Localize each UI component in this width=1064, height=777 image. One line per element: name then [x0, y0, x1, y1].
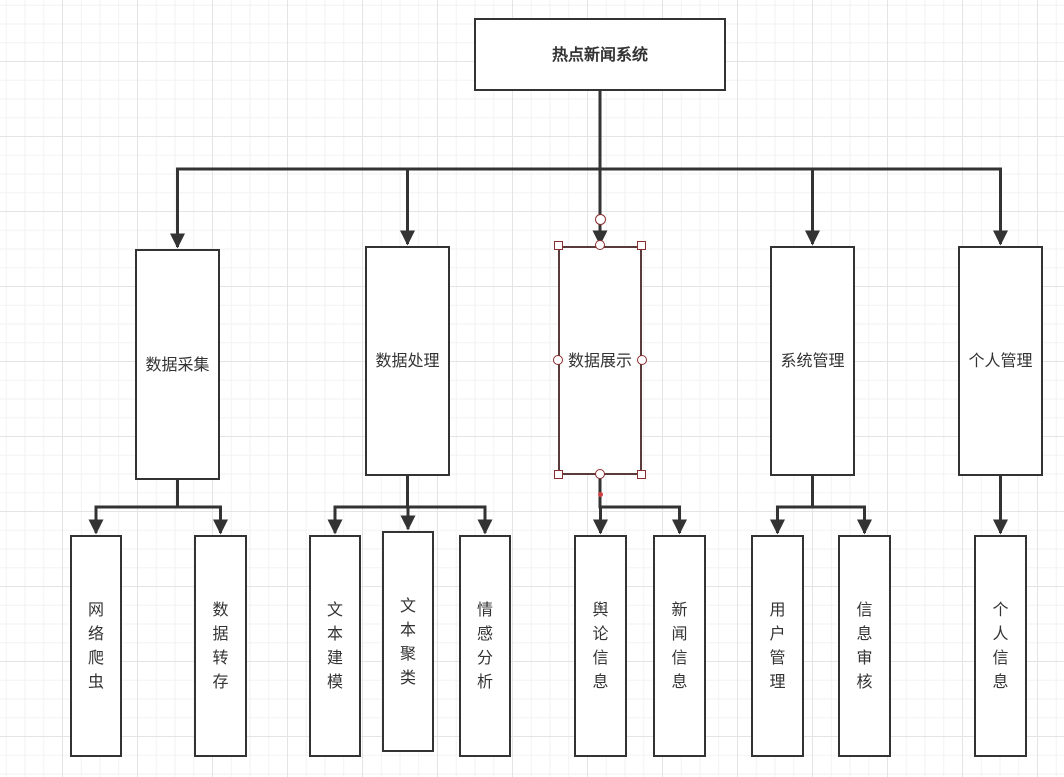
module-data-display[interactable]: 数据展示 — [558, 246, 642, 475]
node-label: 舆论信息 — [592, 600, 609, 691]
module-system-management[interactable]: 系统管理 — [770, 246, 855, 476]
module-personal-management[interactable]: 个人管理 — [958, 246, 1043, 476]
leaf-info-review[interactable]: 信息审核 — [838, 535, 891, 757]
node-label: 热点新闻系统 — [551, 44, 648, 64]
leaf-user-management[interactable]: 用户管理 — [751, 535, 804, 757]
node-label: 数据采集 — [145, 354, 210, 374]
resize-handle-top-right[interactable] — [637, 241, 646, 250]
node-label: 数据展示 — [567, 350, 632, 370]
edge-m2-to-c23[interactable] — [406, 476, 493, 535]
resize-handle-bottom-right[interactable] — [637, 470, 646, 479]
edge-waypoint-handle[interactable] — [598, 492, 603, 497]
node-label: 情感分析 — [476, 600, 493, 691]
edge-m1-to-c11[interactable] — [88, 480, 179, 535]
leaf-data-storage[interactable]: 数据转存 — [194, 535, 247, 757]
resize-handle-left[interactable] — [553, 355, 563, 365]
leaf-text-clustering[interactable]: 文本聚类 — [382, 531, 434, 752]
leaf-text-modeling[interactable]: 文本建模 — [309, 535, 361, 757]
module-data-collection[interactable]: 数据采集 — [135, 249, 220, 480]
leaf-sentiment-analysis[interactable]: 情感分析 — [459, 535, 511, 757]
resize-handle-right[interactable] — [637, 355, 647, 365]
node-label: 系统管理 — [780, 351, 845, 370]
root-node-hot-news-system[interactable]: 热点新闻系统 — [474, 18, 726, 91]
leaf-web-crawler[interactable]: 网络爬虫 — [70, 535, 122, 757]
node-label: 用户管理 — [769, 600, 786, 691]
node-label: 数据处理 — [375, 351, 440, 370]
resize-handle-top-left[interactable] — [554, 241, 563, 250]
module-data-processing[interactable]: 数据处理 — [365, 246, 450, 476]
edge-m4-to-c42[interactable] — [811, 476, 872, 535]
node-label: 网络爬虫 — [87, 600, 104, 691]
node-label: 新闻信息 — [671, 600, 688, 691]
node-label: 个人管理 — [968, 351, 1033, 370]
resize-handle-top[interactable] — [595, 240, 605, 250]
resize-handle-bottom[interactable] — [595, 469, 605, 479]
node-label: 个人信息 — [992, 600, 1009, 691]
node-label: 文本建模 — [326, 600, 343, 691]
edge-root-to-m5[interactable] — [598, 91, 1008, 246]
edge-m1-to-c12[interactable] — [176, 480, 228, 535]
edge-m2-to-c21[interactable] — [327, 476, 409, 535]
resize-handle-bottom-left[interactable] — [554, 470, 563, 479]
node-label: 信息审核 — [856, 600, 873, 691]
edge-m3-to-c32[interactable] — [598, 475, 687, 535]
edge-root-to-m2[interactable] — [400, 91, 602, 246]
leaf-personal-info[interactable]: 个人信息 — [974, 535, 1027, 757]
edge-m4-to-c41[interactable] — [770, 476, 814, 535]
leaf-news-info[interactable]: 新闻信息 — [653, 535, 706, 757]
node-label: 数据转存 — [212, 600, 229, 691]
leaf-public-opinion-info[interactable]: 舆论信息 — [574, 535, 627, 757]
rotate-handle[interactable] — [595, 214, 606, 225]
node-label: 文本聚类 — [399, 595, 416, 687]
